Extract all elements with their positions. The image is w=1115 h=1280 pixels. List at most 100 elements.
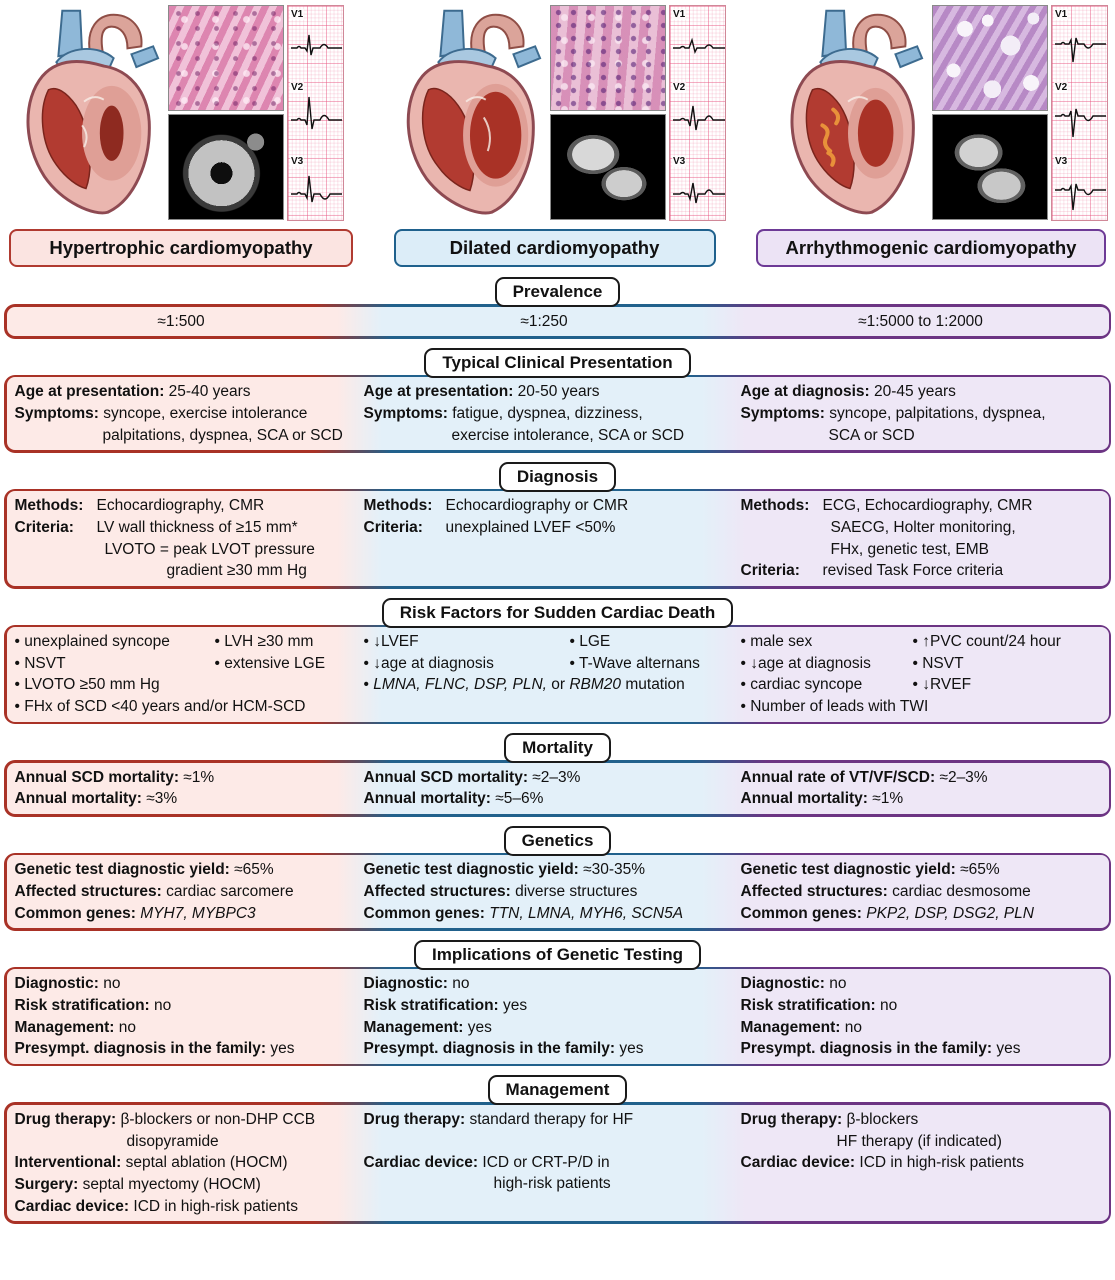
risk-item: LVOTO ≥50 mm Hg: [15, 674, 215, 696]
risk-grid: male sex ↑PVC count/24 hour ↓age at diag…: [741, 631, 1101, 696]
field-label: Drug therapy:: [740, 1110, 843, 1128]
field-label: Affected structures:: [740, 882, 888, 900]
risk-item: FHx of SCD <40 years and/or HCM-SCD: [15, 696, 348, 718]
field-label: Methods:: [740, 497, 810, 515]
scd-mortality-line: Annual SCD mortality: ≈2–3%: [364, 767, 725, 789]
genes-line: Common genes: PKP2, DSP, DSG2, PLN: [741, 903, 1101, 925]
field-value: ≈2–3%: [939, 768, 988, 786]
acm-genetics-cell: Genetic test diagnostic yield: ≈65% Affe…: [733, 855, 1109, 928]
field-value: cardiac sarcomere: [166, 882, 294, 900]
dcm-image-column: [550, 5, 666, 222]
field-label: Common genes:: [363, 904, 485, 922]
field-value: diverse structures: [515, 882, 638, 900]
presympt-line: Presympt. diagnosis in the family: yes: [15, 1038, 348, 1060]
dcm-diagnosis-cell: Methods:Echocardiography or CMR Criteria…: [356, 491, 733, 586]
field-label: Symptoms:: [14, 404, 99, 422]
field-label: Annual mortality:: [363, 790, 491, 808]
field-value: β-blockers or non-DHP CCB: [120, 1110, 316, 1128]
ecg-lead-label-v1: V1: [672, 9, 687, 20]
symptoms-line-2: exercise intolerance, SCA or SCD: [451, 426, 685, 444]
acm-ecg-strip: V1 V2 V3: [1051, 5, 1108, 221]
field-value: standard therapy for HF: [469, 1110, 634, 1128]
field-label: Risk stratification:: [14, 996, 150, 1014]
acm-histology-image: [932, 5, 1048, 111]
management-line: Management: no: [741, 1017, 1101, 1039]
diagnostic-line: Diagnostic: no: [364, 973, 725, 995]
hcm-prevalence-value: ≈1:500: [157, 312, 205, 330]
dcm-heart-illustration: [406, 9, 542, 215]
structures-line: Affected structures: cardiac sarcomere: [15, 881, 348, 903]
field-label: Common genes:: [14, 904, 136, 922]
field-label: Affected structures:: [14, 882, 162, 900]
acm-prevalence-value: ≈1:5000 to 1:2000: [858, 312, 983, 330]
field-value: ICD in high-risk patients: [133, 1197, 298, 1215]
cardiac-device-line: Cardiac device: ICD or CRT-P/D in: [364, 1152, 725, 1174]
field-value: fatigue, dyspnea, dizziness,: [452, 404, 643, 422]
ecg-lead-label-v1: V1: [290, 9, 305, 20]
gene-name-italic: RBM20: [569, 676, 622, 694]
genes-line: Common genes: MYH7, MYBPC3: [15, 903, 348, 925]
section-header-prevalence: Prevalence: [494, 277, 621, 307]
field-value: ≈1%: [183, 768, 215, 786]
ecg-lead-label-v3: V3: [290, 156, 305, 167]
cardiac-device-line-2: high-risk patients: [493, 1175, 611, 1193]
field-value: unexplained LVEF <50%: [445, 518, 616, 536]
presentation-row: Age at presentation: 25-40 years Symptom…: [4, 374, 1111, 453]
risk-item-gene-mutation: LMNA, FLNC, DSP, PLN, or RBM20 mutation: [364, 674, 725, 696]
risk-item: ↑PVC count/24 hour: [913, 631, 1101, 653]
acm-mri-image: [932, 114, 1048, 220]
drug-therapy-line-2: HF therapy (if indicated): [836, 1132, 1002, 1150]
presympt-line: Presympt. diagnosis in the family: yes: [364, 1038, 725, 1060]
field-value: cardiac desmosome: [892, 882, 1031, 900]
scd-mortality-line: Annual SCD mortality: ≈1%: [15, 767, 348, 789]
yield-line: Genetic test diagnostic yield: ≈30-35%: [364, 859, 725, 881]
yield-line: Genetic test diagnostic yield: ≈65%: [15, 859, 348, 881]
hcm-ecg-strip: V1 V2 V3: [287, 5, 344, 221]
field-label: Management:: [363, 1018, 464, 1036]
field-label: Age at presentation:: [14, 383, 165, 401]
acm-image-column: [932, 5, 1048, 222]
age-line: Age at presentation: 20-50 years: [364, 381, 725, 403]
risk-item: ↓RVEF: [913, 674, 1101, 696]
age-line: Age at presentation: 25-40 years: [15, 381, 348, 403]
structures-line: Affected structures: cardiac desmosome: [741, 881, 1101, 903]
dcm-management-cell: Drug therapy: standard therapy for HF Ca…: [356, 1105, 733, 1221]
field-label: Diagnostic:: [740, 975, 825, 993]
risk-grid: unexplained syncope LVH ≥30 mm NSVT exte…: [15, 631, 348, 696]
field-label: Drug therapy:: [363, 1110, 466, 1128]
dcm-genetics-cell: Genetic test diagnostic yield: ≈30-35% A…: [356, 855, 733, 928]
hcm-management-cell: Drug therapy: β-blockers or non-DHP CCB …: [7, 1105, 356, 1221]
annual-mortality-line: Annual mortality: ≈5–6%: [364, 788, 725, 810]
hcm-histology-image: [168, 5, 284, 111]
hcm-genetics-cell: Genetic test diagnostic yield: ≈65% Affe…: [7, 855, 356, 928]
field-label: Annual mortality:: [740, 790, 868, 808]
acm-diagnosis-cell: Methods:ECG, Echocardiography, CMR SAECG…: [733, 491, 1109, 586]
genetics-row: Genetic test diagnostic yield: ≈65% Affe…: [4, 852, 1111, 931]
field-value: no: [844, 1018, 862, 1036]
field-value: no: [880, 996, 898, 1014]
acm-implications-cell: Diagnostic: no Risk stratification: no M…: [733, 969, 1109, 1064]
field-value: yes: [996, 1040, 1021, 1058]
field-label: Criteria:: [740, 562, 800, 580]
field-label: Surgery:: [14, 1176, 79, 1193]
management-row: Drug therapy: β-blockers or non-DHP CCB …: [4, 1102, 1111, 1224]
field-label: Genetic test diagnostic yield:: [363, 861, 579, 879]
field-label: Presympt. diagnosis in the family:: [14, 1040, 267, 1058]
risk-item: LGE: [570, 631, 725, 653]
hcm-image-column: [168, 5, 284, 222]
field-label: Genetic test diagnostic yield:: [14, 861, 230, 879]
field-value: 20-45 years: [874, 383, 956, 401]
criteria-line-2: LVOTO = peak LVOT pressure: [104, 540, 315, 558]
section-header-presentation: Typical Clinical Presentation: [424, 347, 691, 378]
diagnostic-line: Diagnostic: no: [15, 973, 348, 995]
field-label: Annual SCD mortality:: [363, 768, 528, 786]
field-label: Symptoms:: [740, 404, 825, 422]
section-header-implications: Implications of Genetic Testing: [414, 939, 701, 970]
management-line: Management: no: [15, 1017, 348, 1039]
dcm-title: Dilated cardiomyopathy: [393, 229, 716, 267]
field-value: revised Task Force criteria: [822, 562, 1004, 580]
field-value: ICD in high-risk patients: [859, 1154, 1024, 1172]
symptoms-line-2: SCA or SCD: [828, 426, 915, 444]
empty-grid-slot: [215, 674, 348, 696]
